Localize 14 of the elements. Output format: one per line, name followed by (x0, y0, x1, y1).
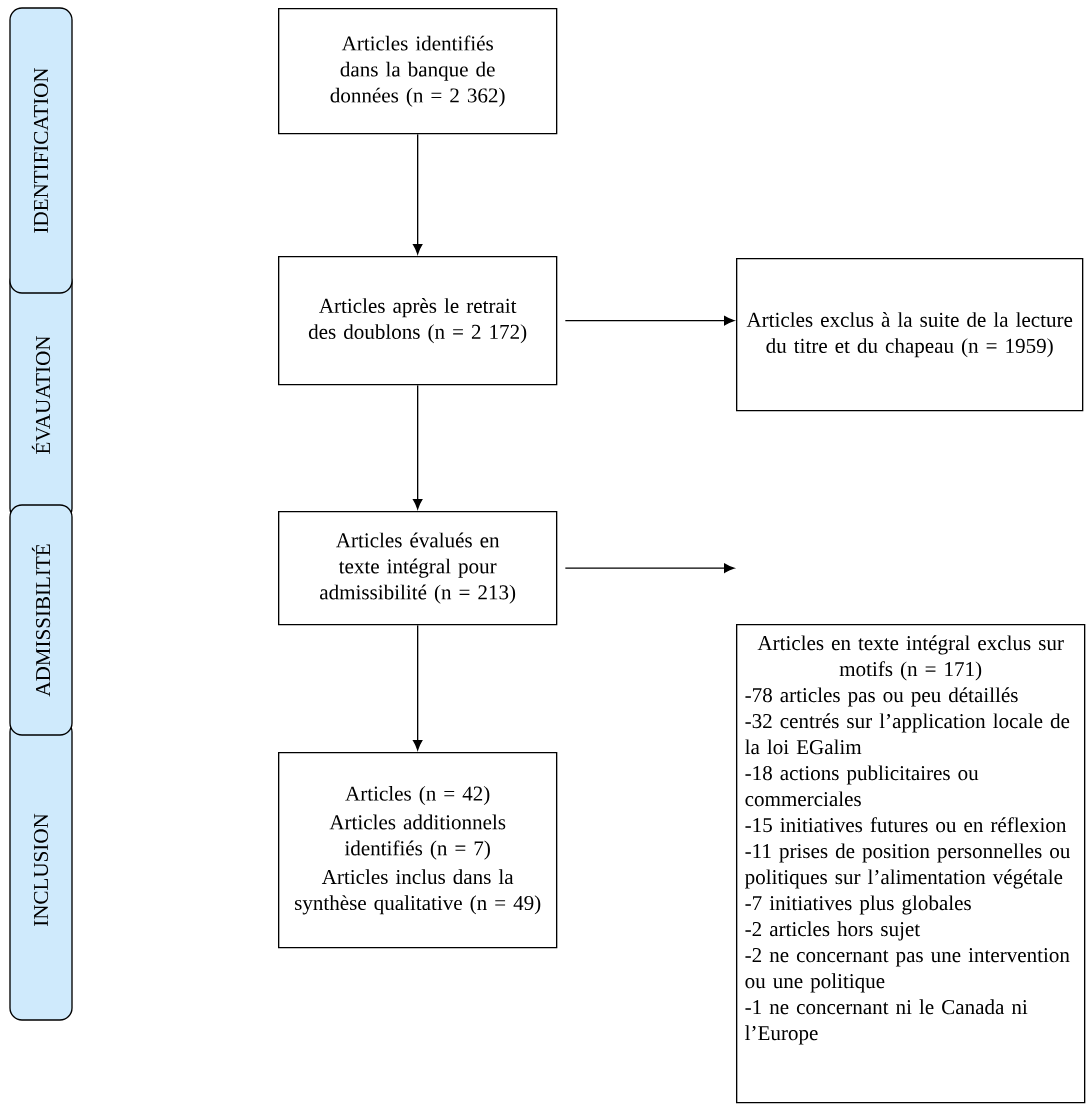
stage-band: ADMISSIBILITÉ (9, 504, 73, 736)
process-box: Articles après le retrait des doublons (n = 2 172) (278, 256, 558, 386)
arrow (412, 384, 423, 510)
arrow (412, 133, 423, 255)
stage-band: IDENTIFICATION (9, 7, 73, 294)
arrow (412, 624, 423, 751)
process-box: Articles (n = 42) Articles additionnels identifiés (n = 7) Articles inclus dans la synthèse qualitative (n = 49) (278, 752, 558, 949)
process-box: Articles identifiés dans la banque de données (n = 2 362) (278, 8, 558, 135)
stage-band: INCLUSION (9, 719, 73, 1021)
process-box: Articles évalués en texte intégral pour admissibilité (n = 213) (278, 511, 558, 626)
arrow (564, 563, 735, 573)
exclusion-box: Articles en texte intégral exclus sur motifs (n = 171) -78 articles pas ou peu détaillés -32 centrés sur l’application locale de la loi EGalim -18 actions publicitaires ou commerciales -15 initiatives futures ou en réflexion -11 prises de position personnelles ou politiques sur l’alimentation végétale -7 initiatives plus globales -2 articles hors sujet -2 ne concernant pas une intervention ou une politique -1 ne concernant ni le Canada ni l’Europe (736, 624, 1086, 1104)
arrow (564, 315, 735, 326)
process-box: Articles exclus à la suite de la lecture du titre et du chapeau (n = 1959) (736, 258, 1084, 412)
